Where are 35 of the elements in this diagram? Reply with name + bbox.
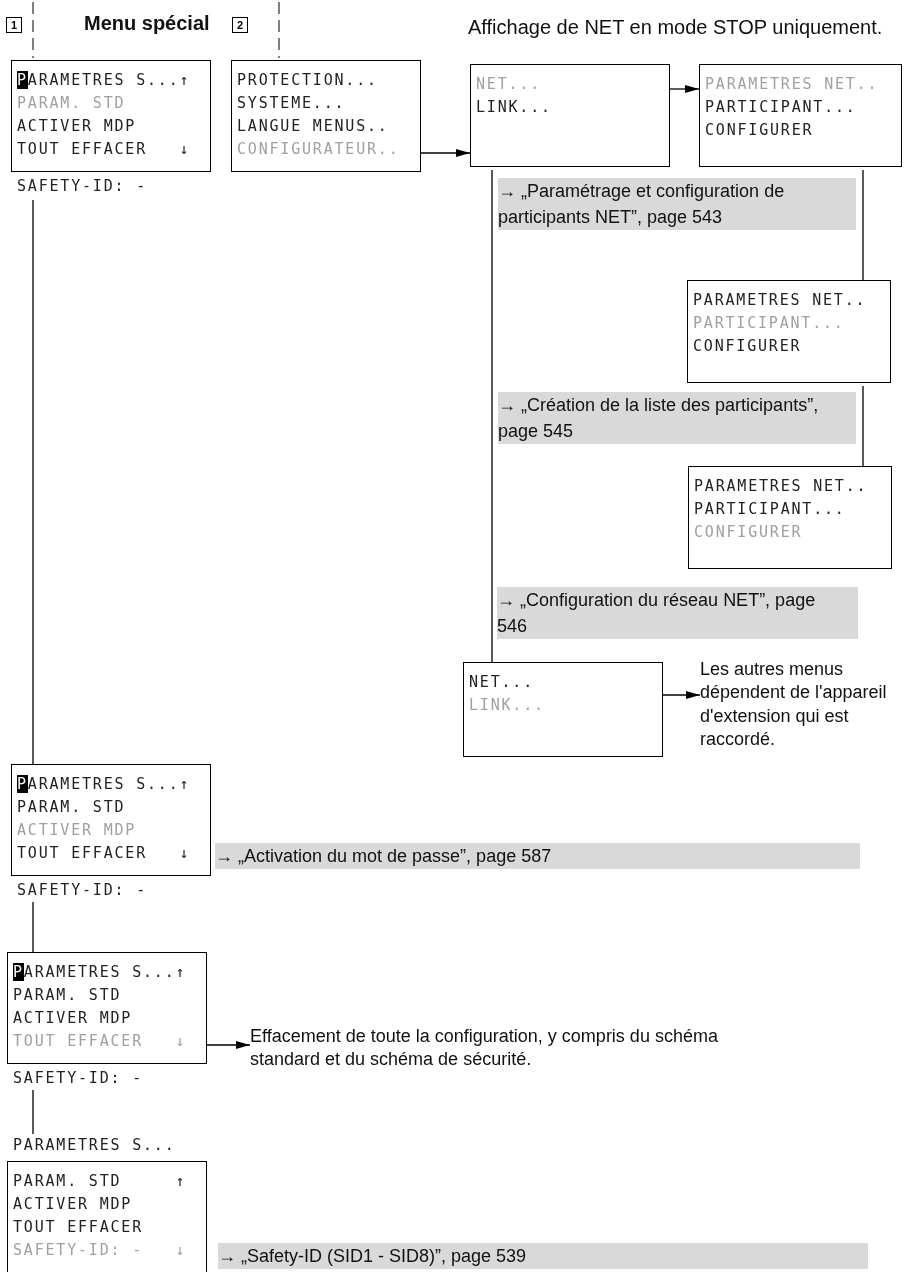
display-status-line: SAFETY-ID: - [12, 1068, 144, 1089]
page-reference: → „Safety-ID (SID1 - SID8)”, page 539 [218, 1243, 868, 1270]
lcd-screen: NET... LINK... [470, 64, 670, 167]
lcd-screen: PARAMETRES S...↑ PARAM. STD ACTIVER MDP TOUT EFFACER ↓ [11, 764, 211, 876]
display-status-line: SAFETY-ID: - [16, 176, 148, 197]
connector-line [491, 169, 493, 663]
connector-line [32, 199, 34, 765]
arrow [669, 85, 700, 93]
callout-number: 2 [232, 17, 248, 33]
page-reference: → „Activation du mot de passe”, page 587 [215, 843, 860, 870]
arrow [206, 1041, 251, 1049]
lcd-screen: PROTECTION... SYSTEME... LANGUE MENUS.. CONFIGURATEUR.. [231, 60, 421, 172]
note-text: Affichage de NET en mode STOP uniquement. [468, 15, 883, 40]
menu-heading: Menu spécial [84, 11, 210, 36]
lcd-screen: PARAMETRES NET.. PARTICIPANT... CONFIGURER [687, 280, 891, 383]
connector-line [32, 901, 34, 953]
note-text: Les autres menus dépendent de l'appareil d'extension qui est raccordé. [700, 658, 888, 752]
connector-line [862, 169, 864, 281]
lcd-screen: PARAM. STD ↑ ACTIVER MDP TOUT EFFACER SAFETY-ID: - ↓ [7, 1161, 207, 1272]
note-text: Effacement de toute la configuration, y compris du schéma standard et du schéma de sécurité. [250, 1025, 719, 1072]
arrow [662, 691, 701, 699]
connector-line [862, 385, 864, 467]
connector-line [32, 1089, 34, 1135]
page-reference: → „Paramétrage et configuration de participants NET”, page 543 [498, 178, 856, 231]
lcd-screen: PARAMETRES NET.. PARTICIPANT... CONFIGURER [688, 466, 892, 569]
lcd-screen: PARAMETRES S...↑ PARAM. STD ACTIVER MDP TOUT EFFACER ↓ [7, 952, 207, 1064]
lcd-screen: PARAMETRES NET.. PARTICIPANT... CONFIGURER [699, 64, 902, 167]
arrow [420, 149, 471, 157]
callout-number: 1 [6, 17, 22, 33]
page-reference: → „Création de la liste des participants”, page 545 [498, 392, 856, 445]
lcd-screen: NET... LINK... [463, 662, 663, 757]
page-reference: → „Configuration du réseau NET”, page 546 [497, 587, 858, 640]
display-status-line: PARAMETRES S... [12, 1135, 177, 1156]
lcd-screen: PARAMETRES S...↑ PARAM. STD ACTIVER MDP TOUT EFFACER ↓ [11, 60, 211, 172]
display-status-line: SAFETY-ID: - [16, 880, 148, 901]
